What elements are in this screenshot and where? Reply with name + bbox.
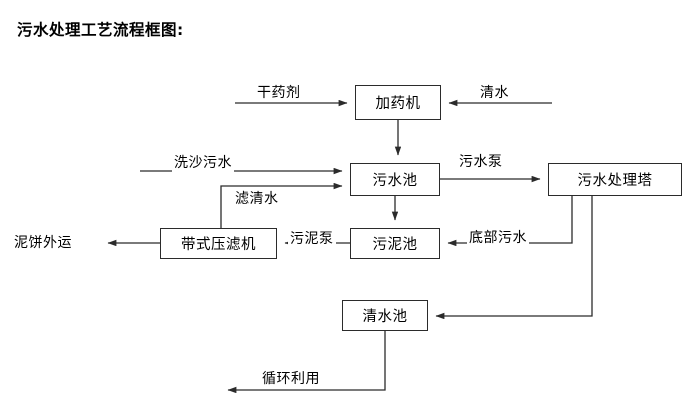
node-label: 污水池 bbox=[372, 173, 418, 189]
node-label: 带式压滤机 bbox=[181, 237, 256, 253]
node-label: 污泥池 bbox=[372, 237, 418, 253]
terminal-label-mud-cake-out: 泥饼外运 bbox=[14, 235, 72, 251]
edge-label-dry-chemical: 干药剂 bbox=[255, 82, 303, 102]
page-title: 污水处理工艺流程框图: bbox=[17, 21, 184, 39]
edge-filtered-water-to-wastewater-pool bbox=[220, 182, 343, 228]
edge-treatment-tower-to-clear-water-pool bbox=[435, 196, 593, 320]
edge-label-sludge-pump: 污泥泵 bbox=[288, 228, 336, 248]
edge-label-bottom-wastewater: 底部污水 bbox=[467, 227, 529, 247]
edge-label-wastewater-pump: 污水泵 bbox=[457, 151, 505, 171]
node-treatment-tower[interactable]: 污水处理塔 bbox=[548, 163, 682, 196]
edge-label-sand-wash-water: 洗沙污水 bbox=[172, 152, 234, 172]
edge-label-filtered-water: 滤清水 bbox=[233, 188, 281, 208]
node-sludge-pool[interactable]: 污泥池 bbox=[350, 228, 440, 259]
edge-clear-water-pool-to-recycle bbox=[227, 331, 386, 394]
node-wastewater-pool[interactable]: 污水池 bbox=[350, 163, 440, 196]
node-belt-filter-press[interactable]: 带式压滤机 bbox=[160, 228, 277, 259]
node-dosing-machine[interactable]: 加药机 bbox=[355, 85, 441, 120]
node-label: 加药机 bbox=[375, 96, 421, 112]
node-label: 清水池 bbox=[362, 309, 408, 325]
node-label: 污水处理塔 bbox=[577, 173, 653, 189]
node-clear-water-pool[interactable]: 清水池 bbox=[342, 300, 428, 331]
edge-label-recycle-use: 循环利用 bbox=[260, 368, 322, 388]
edge-label-clean-water: 清水 bbox=[478, 82, 511, 102]
